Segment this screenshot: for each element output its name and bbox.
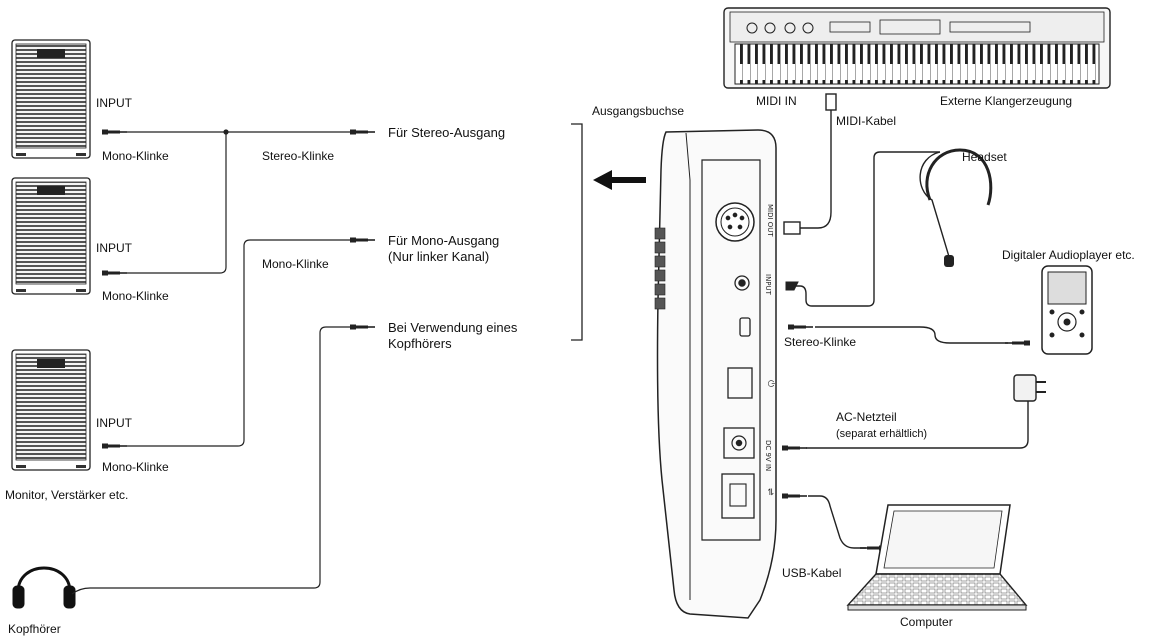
headset-icon: [944, 255, 954, 267]
main-device: [654, 129, 777, 619]
side-buttons: [654, 227, 666, 310]
headphones-output-label-line2: Kopfhörers: [388, 336, 452, 351]
computer-label: Computer: [900, 615, 953, 629]
usb-cable-label: USB-Kabel: [782, 566, 842, 580]
arrow-icon: [593, 170, 646, 190]
right-cables: [783, 93, 1029, 549]
output-jack-label: Ausgangsbuchse: [592, 104, 685, 118]
headphones-caption: Kopfhörer: [8, 622, 61, 636]
speakers-caption: Monitor, Verstärker etc.: [5, 488, 129, 502]
dc-in-text: DC 9V IN: [764, 440, 772, 471]
ac-adapter-label-line2: (separat erhältlich): [836, 428, 928, 440]
mono-output-label-line2: (Nur linker Kanal): [388, 249, 490, 264]
audio-player-label: Digitaler Audioplayer etc.: [1002, 248, 1135, 262]
speaker-1-plug-label: Mono-Klinke: [102, 149, 169, 163]
midi-cable-label: MIDI-Kabel: [836, 114, 897, 128]
headphones-output-label-line1: Bei Verwendung eines: [388, 320, 518, 335]
speaker-3: [11, 349, 91, 471]
mono-output-label-line1: Für Mono-Ausgang: [388, 233, 500, 248]
stereo-plug-right-label: Stereo-Klinke: [784, 335, 857, 349]
mono-plug-label: Mono-Klinke: [262, 257, 329, 271]
stereo-output-label: Für Stereo-Ausgang: [388, 125, 506, 140]
ac-adapter-icon: [1013, 374, 1046, 402]
power-icon: ⏻: [765, 380, 776, 387]
headset-label: Headset: [962, 150, 1007, 164]
input-jack-text: INPUT: [764, 274, 772, 296]
speaker-1: [11, 39, 91, 159]
midi-out-text: MIDI OUT: [766, 204, 774, 237]
output-bracket: [571, 123, 583, 341]
speaker-2-input-label: INPUT: [96, 241, 132, 255]
speaker-2-plug-label: Mono-Klinke: [102, 289, 169, 303]
usb-icon: ⇌: [765, 488, 775, 496]
speaker-3-input-label: INPUT: [96, 416, 132, 430]
sound-module-label: Externe Klangerzeugung: [940, 94, 1073, 108]
speaker-2: [11, 177, 91, 295]
audio-player-icon: [1041, 265, 1093, 355]
speaker-3-plug-label: Mono-Klinke: [102, 460, 169, 474]
ac-adapter-label-line1: AC-Netzteil: [836, 410, 897, 424]
device-panel-text: MIDI OUT INPUT DC 9V IN ⏻ ⇌: [764, 204, 776, 496]
stereo-plug-label: Stereo-Klinke: [262, 149, 335, 163]
keyboard-icon: [723, 7, 1111, 89]
headphones-icon: [12, 566, 76, 609]
speaker-1-input-label: INPUT: [96, 96, 132, 110]
computer-icon: [846, 504, 1028, 611]
midi-in-label: MIDI IN: [756, 94, 797, 108]
left-cables: [71, 129, 350, 595]
